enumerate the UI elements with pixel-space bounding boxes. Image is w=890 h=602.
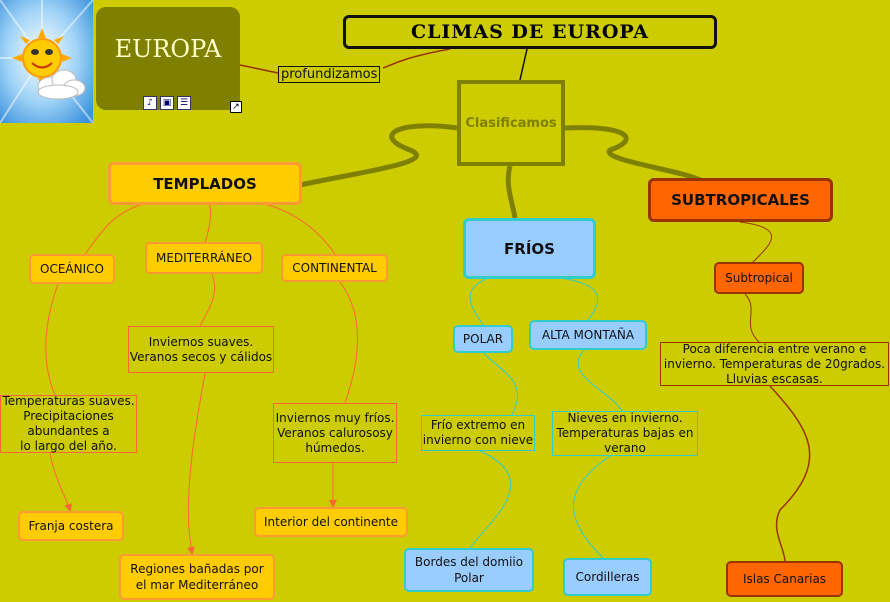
text-continental-description: Inviernos muy fríos. Veranos calurososy …	[273, 403, 397, 463]
node-islas-canarias: Islas Canarias	[726, 561, 843, 597]
text-subtropical-description: Poca diferencia entre verano e invierno.…	[660, 342, 889, 386]
text-oceanico-description: Temperaturas suaves. Precipitaciones abu…	[0, 394, 137, 453]
image-icon[interactable]: ▣	[160, 96, 174, 110]
topic-to-link-line	[239, 64, 279, 74]
node-templados: TEMPLADOS	[108, 162, 302, 205]
link-label-profundizamos[interactable]: profundizamos	[278, 66, 381, 83]
text-polar-description: Frío extremo en invierno con nieve	[421, 415, 535, 451]
speaker-icon[interactable]: ♪	[143, 96, 157, 110]
node-subtropical: Subtropical	[714, 262, 804, 294]
node-regiones-mediterraneo: Regiones bañadas por el mar Mediterráneo	[119, 554, 275, 600]
text-alta-montana-description: Nieves en invierno. Temperaturas bajas e…	[552, 411, 698, 456]
node-alta-montana: ALTA MONTAÑA	[529, 320, 647, 350]
map-title: CLIMAS DE EUROPA	[343, 15, 717, 49]
node-cordilleras: Cordilleras	[563, 558, 652, 596]
title-to-link-line	[382, 48, 451, 69]
center-to-subtropicales-branch	[564, 125, 702, 183]
topic-box[interactable]: EUROPA ♪ ▣ ☰	[96, 7, 240, 110]
node-franja-costera: Franja costera	[18, 511, 124, 541]
node-polar: POLAR	[453, 325, 513, 353]
node-subtropicales: SUBTROPICALES	[648, 178, 833, 222]
title-to-center-line	[519, 48, 528, 81]
expand-arrow-icon[interactable]: ↗	[230, 101, 242, 113]
center-node-clasificamos: Clasificamos	[457, 80, 565, 166]
document-icon[interactable]: ☰	[177, 96, 191, 110]
sun-image	[0, 0, 94, 124]
node-frios: FRÍOS	[463, 218, 596, 279]
node-mediterraneo: MEDITERRÁNEO	[145, 242, 263, 274]
node-oceanico: OCEÁNICO	[29, 254, 115, 284]
text-mediterraneo-description: Inviernos suaves. Veranos secos y cálido…	[128, 326, 274, 373]
node-bordes-polar: Bordes del domiio Polar	[404, 548, 534, 592]
node-continental: CONTINENTAL	[281, 254, 388, 282]
center-to-frios-branch	[505, 165, 518, 219]
node-interior-continente: Interior del continente	[254, 507, 408, 537]
center-to-templados-branch	[299, 123, 458, 188]
topic-label: EUROPA	[114, 35, 222, 63]
